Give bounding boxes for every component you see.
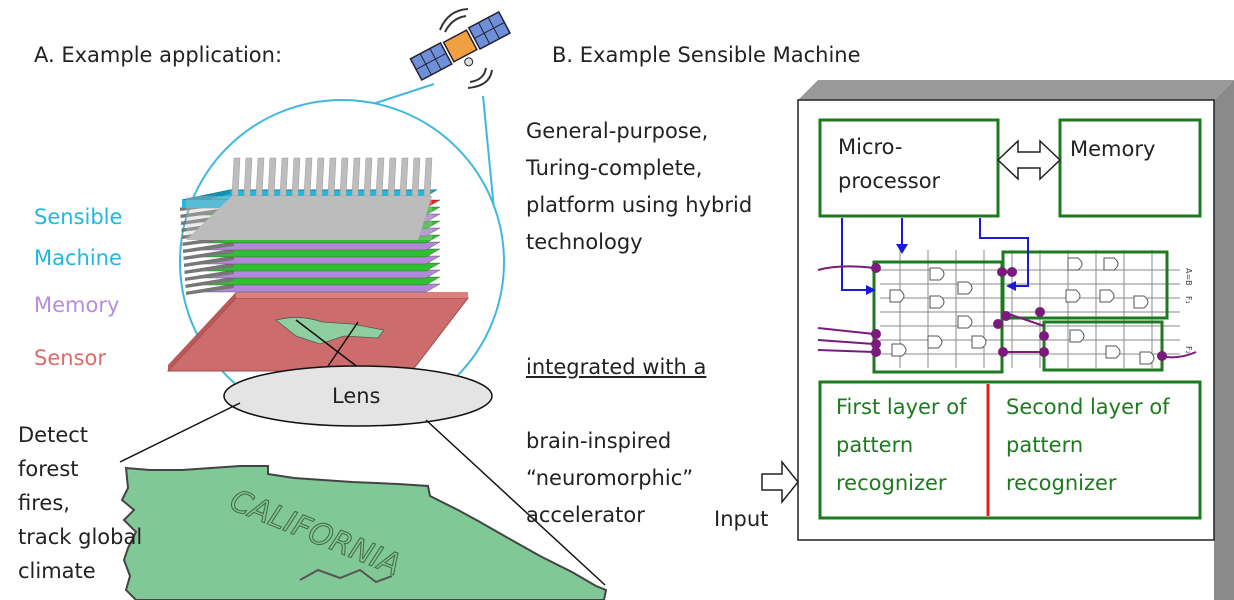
desc-line: “neuromorphic” [526, 466, 694, 490]
desc-line: platform using hybrid [526, 193, 753, 217]
svg-text:F₂: F₂ [1184, 346, 1193, 354]
sensible-machine-label-2: Machine [34, 246, 122, 270]
panel-b-heading: B. Example Sensible Machine [552, 43, 861, 67]
detect-text: Detect forest fires, track global climat… [18, 420, 142, 587]
desc-line: brain-inspired [526, 429, 672, 453]
arrow-right-icon [761, 459, 799, 505]
sensor-label: Sensor [34, 346, 106, 370]
memory-box [1058, 118, 1202, 218]
chip-stack [166, 157, 470, 372]
microprocessor-label: Micro- processor [838, 135, 941, 193]
memory-label: Memory [34, 293, 120, 317]
double-arrow-icon [996, 139, 1062, 181]
detect-line: Detect [18, 423, 89, 447]
input-label: Input [714, 507, 769, 531]
first-layer-label: First layer of pattern recognizer [836, 395, 967, 495]
microprocessor-box [818, 118, 1000, 218]
california-map [120, 465, 608, 600]
accelerator-description: brain-inspired “neuromorphic” accelerato… [526, 426, 693, 531]
pattern-recognizer-box [818, 380, 1202, 520]
svg-text:F₁: F₁ [1184, 296, 1193, 304]
detect-line: track global [18, 525, 143, 549]
detect-line: forest [18, 457, 79, 481]
desc-line: General-purpose, [526, 119, 709, 143]
detect-line: climate [18, 559, 96, 583]
desc-line: Turing-complete, [526, 156, 703, 180]
desc-line: technology [526, 230, 643, 254]
platform-description: General-purpose, Turing-complete, platfo… [526, 116, 752, 258]
logic-circuit: A=B F₁ F₂ [817, 218, 1197, 374]
detect-line: fires, [18, 491, 70, 515]
integrated-text: integrated with a [526, 355, 707, 379]
second-layer-label: Second layer of pattern recognizer [1006, 395, 1170, 495]
panel-a-heading: A. Example application: [34, 43, 283, 67]
desc-line: accelerator [526, 503, 645, 527]
lens-ellipse [223, 365, 493, 427]
lens-label: Lens [332, 384, 381, 408]
svg-text:A=B: A=B [1184, 268, 1193, 286]
memory-box-label: Memory [1070, 137, 1156, 161]
satellite-icon [409, 10, 512, 82]
sensible-machine-label-1: Sensible [34, 205, 123, 229]
